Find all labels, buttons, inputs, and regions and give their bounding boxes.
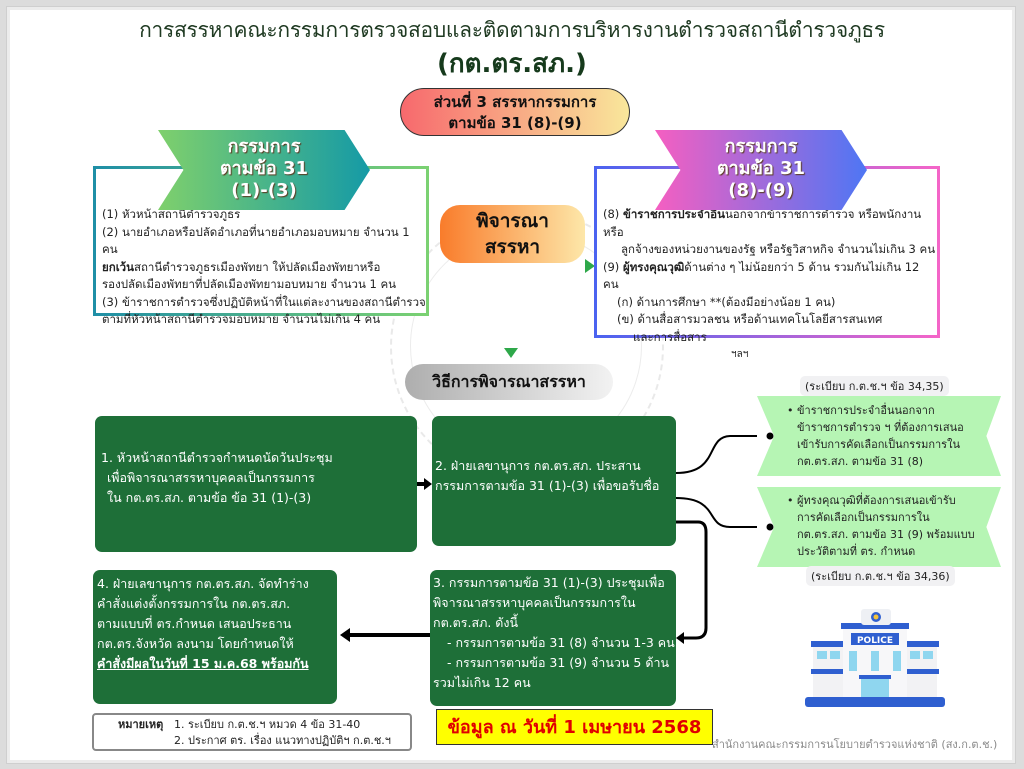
arrowhead-step4 [340,628,350,642]
list-item: ยกเว้นสถานีตำรวจภูธรเมืองพัทยา ให้ปลัดเม… [102,259,381,274]
list-item: ฯลฯ [731,349,749,360]
arrowhead-right [585,259,595,273]
step-1-box: 1. หัวหน้าสถานีตำรวจกำหนดนัดวันประชุม เพ… [95,416,417,552]
step-4-box: 4. ฝ่ายเลขานุการ กต.ตร.สภ. จัดทำร่าง คำส… [93,570,337,704]
ribbon1-dot [766,432,774,440]
committee-8-9-list: (8) ข้าราชการประจำอื่นนอกจากข้าราชการตำร… [597,169,937,364]
part-3-pill: ส่วนที่ 3 สรรหากรรมการ ตามข้อ 31 (8)-(9) [400,88,630,136]
police-station-icon: POLICE [805,609,945,707]
remark-item: 2. ประกาศ ตร. เรื่อง แนวทางปฏิบัติฯ ก.ต.… [174,734,391,747]
list-item: (1) หัวหน้าสถานีตำรวจภูธร [102,207,241,221]
list-item: (ข) ด้านสื่อสารมวลชน หรือด้านเทคโนโลยีสา… [617,312,883,326]
arrowhead-step2 [424,478,432,490]
step-2-box: 2. ฝ่ายเลขานุการ กต.ตร.สภ. ประสาน กรรมกา… [432,416,676,546]
list-item: (2) นายอำเภอหรือปลัดอำเภอที่นายอำเภอมอบห… [102,224,410,257]
committee-8-9-banner: กรรมการ ตามข้อ 31 (8)-(9) [655,130,867,210]
list-item: (9) ผู้ทรงคุณวุฒิด้านต่าง ๆ ไม่น้อยกว่า … [603,259,920,292]
branch-to-ribbon1 [675,435,757,474]
effective-date-emphasis: คำสั่งมีผลในวันที่ 15 ม.ค.68 พร้อมกัน [97,656,309,671]
committee-1-3-list: (1) หัวหน้าสถานีตำรวจภูธร (2) นายอำเภอหร… [96,169,426,329]
list-item: รองปลัดเมืองพัทยาที่ปลัดเมืองพัทยามอบหมา… [102,277,397,291]
police-sign: POLICE [857,636,893,646]
arrowhead-step3 [676,632,684,644]
part-pill-line2: ตามข้อ 31 (8)-(9) [448,114,582,132]
committee-1-3-banner: กรรมการ ตามข้อ 31 (1)-(3) [158,130,370,210]
footer-agency: สำนักงานคณะกรรมการนโยบายตำรวจแห่งชาติ (ส… [712,738,998,751]
page-title: การสรรหาคณะกรรมการตรวจสอบและติดตามการบริ… [139,18,885,42]
remarks-box: หมายเหตุ 1. ระเบียบ ก.ต.ช.ฯ หมวด 4 ข้อ 3… [92,713,412,751]
method-pill: วิธีการพิจารณาสรรหา [405,364,613,400]
ribbon-officials-item: • ข้าราชการประจำอื่นนอกจาก ข้าราชการตำรว… [757,396,1001,476]
list-item: (ก) ด้านการศึกษา **(ต้องมีอย่างน้อย 1 คน… [617,294,836,309]
remark-item: 1. ระเบียบ ก.ต.ช.ฯ หมวด 4 ข้อ 31-40 [174,718,361,731]
ribbon2-dot [766,523,774,531]
regulation-ref-34-36: (ระเบียบ ก.ต.ช.ฯ ข้อ 34,36) [806,566,955,586]
arrowhead-down [504,348,518,358]
page-subtitle: (กต.ตร.สภ.) [437,49,587,79]
branch-to-ribbon2 [675,497,757,528]
arrow-step2-to-step3 [676,520,708,640]
list-item: และการสื่อสาร [633,329,707,344]
list-item: (3) ข้าราชการตำรวจซึ่งปฏิบัติหน้าที่ในแต… [102,294,426,309]
regulation-ref-34-35: (ระเบียบ ก.ต.ช.ฯ ข้อ 34,35) [800,376,949,396]
part-pill-line1: ส่วนที่ 3 สรรหากรรมการ [433,93,597,111]
consider-recruit-pill: พิจารณา สรรหา [440,205,585,263]
remarks-label: หมายเหตุ [118,718,164,731]
data-date-box: ข้อมูล ณ วันที่ 1 เมษายน 2568 [436,709,713,745]
step-3-box: 3. กรรมการตามข้อ 31 (1)-(3) ประชุมเพื่อ … [430,570,676,706]
ribbon-experts-item: • ผู้ทรงคุณวุฒิที่ต้องการเสนอเข้ารับ การ… [757,487,1001,567]
list-item: (8) ข้าราชการประจำอื่นนอกจากข้าราชการตำร… [603,207,922,239]
list-item: ตามที่หัวหน้าสถานีตำรวจมอบหมาย จำนวนไม่เ… [102,312,381,326]
list-item: ลูกจ้างของหน่วยงานของรัฐ หรือรัฐวิสาหกิจ… [621,242,936,256]
